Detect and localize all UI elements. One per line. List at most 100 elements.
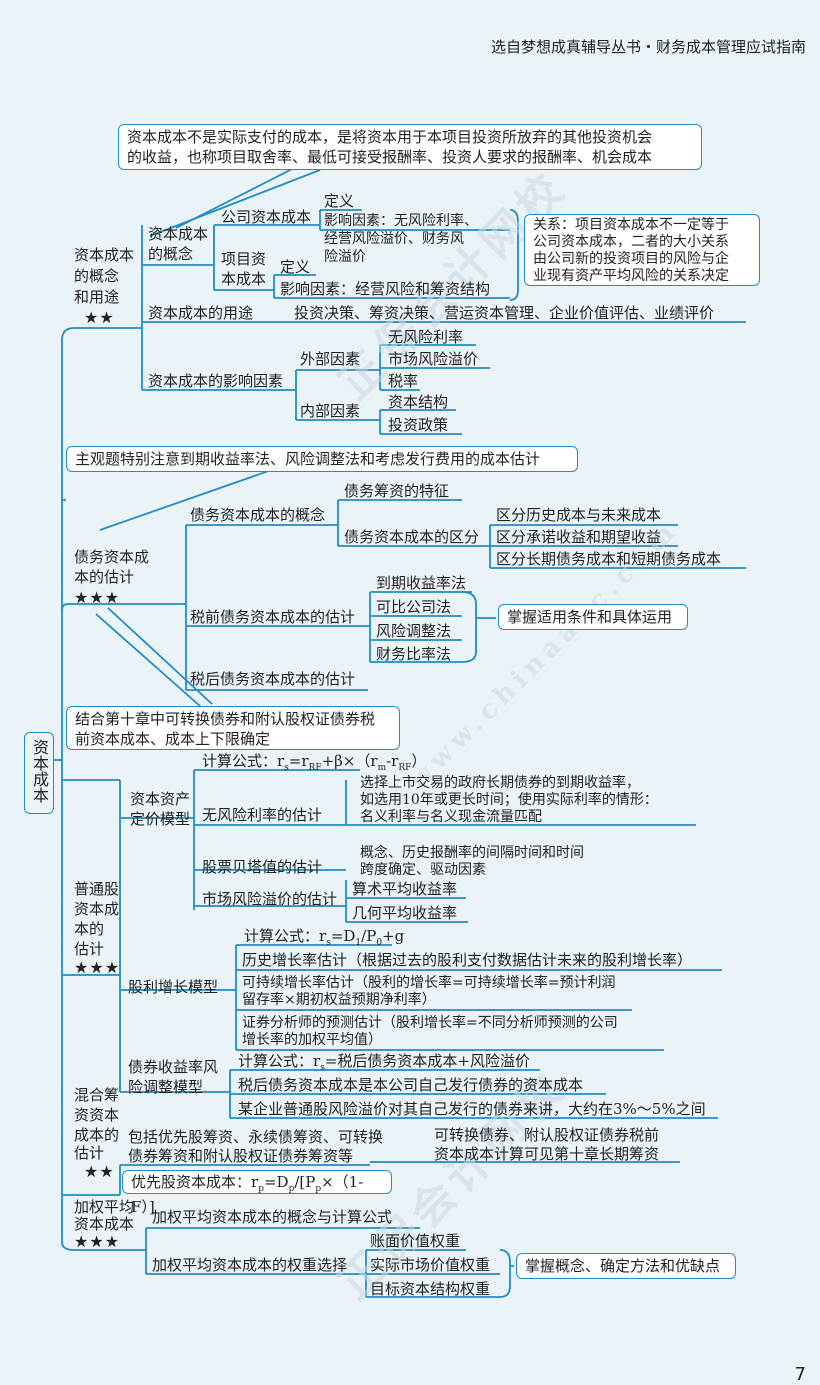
s5-title-l2: 资本成本 [74,1215,135,1233]
bond-formula-text: 计算公式： [238,1052,314,1070]
note-3: 结合第十章中可转换债券和附认股权证债券税 前资本成本、成本上下限确定 [66,706,400,750]
preferred-cost: 优先股资本成本：rp=Dp/[Pp×（1-F）] [122,1170,392,1216]
bond-l2: 险调整模型 [128,1078,204,1096]
capm-formula-text: 计算公式：r [202,752,285,770]
ext-item-3: 税率 [388,372,419,390]
project-def: 定义 [280,258,311,276]
s4-title-l2: 资资本 [74,1106,120,1124]
growth-formula: 计算公式：rs=D1/P0+g [244,927,405,948]
s2-title-l1: 债务资本成 [74,548,150,566]
top-note: 资本成本不是实际支付的成本，是将资本用于本项目投资所放弃的其他投资机会 的收益，… [118,124,702,170]
company-def: 定义 [324,192,355,210]
s1-concept-l1: 资本成本 [148,225,209,243]
int-item-2: 投资政策 [388,416,449,434]
pretax-item-1: 到期收益率法 [376,574,467,592]
s1-stars: ★★ [84,308,115,327]
bond-item-3: 某企业普通股风险溢价对其自己发行的债券来讲，大约在3%～5%之间 [238,1100,706,1118]
s4-title-l3: 成本的 [74,1126,120,1144]
s3-title-l2: 资本成 [74,900,120,918]
s5-stars: ★★★ [74,1232,121,1251]
s5-title-l1: 加权平均 [74,1198,135,1216]
growth-item-2-l1: 可持续增长率估计（股利的增长率=可持续增长率=预计利润 [242,975,616,991]
capm-l2: 定价模型 [130,810,191,828]
s4-stars: ★★ [84,1162,115,1181]
include-l2: 债券筹资和附认股权证债券筹资等 [128,1147,354,1165]
factors-label: 资本成本的影响因素 [148,372,284,390]
rf-desc-l3: 名义利率与名义现金流量匹配 [360,809,542,825]
project-cost-l1: 项目资 [221,250,267,268]
capm-formula: 计算公式：rs=rRF+β×（rm-rRF） [202,752,427,773]
bond-item-2: 税后债务资本成本是本公司自己发行债券的资本成本 [238,1076,584,1094]
dist-item-2: 区分承诺收益和期望收益 [496,528,662,546]
note-2: 主观题特别注意到期收益率法、风险调整法和考虑发行费用的成本估计 [66,446,578,472]
growth-item-1: 历史增长率估计（根据过去的股利支付数据估计未来的股利增长率） [242,951,693,969]
s3-title-l1: 普通股 [74,880,120,898]
wacc-concept: 加权平均资本成本的概念与计算公式 [152,1208,393,1226]
growth-label: 股利增长模型 [128,978,219,996]
pretax-item-4: 财务比率法 [376,645,452,663]
bond-l1: 债券收益率风 [128,1058,219,1076]
s3-stars: ★★★ [74,958,121,977]
root-label: 资本成本 [30,739,49,803]
s1-title-l1: 资本成本 [74,246,135,264]
external-label: 外部因素 [300,350,361,368]
s2-stars: ★★★ [74,588,121,607]
beta-desc-l2: 跨度确定、驱动因素 [360,862,486,878]
page-number: 7 [794,1364,806,1385]
mrp-item-2: 几何平均收益率 [352,904,458,922]
page-header: 选自梦想成真辅导丛书・财务成本管理应试指南 [490,38,806,56]
mrp-label: 市场风险溢价的估计 [202,890,338,908]
ext-item-1: 无风险利率 [388,328,464,346]
s1-title-l3: 和用途 [74,288,120,306]
weight-item-2: 实际市场价值权重 [370,1256,491,1274]
ext-item-2: 市场风险溢价 [388,350,479,368]
growth-item-3-l1: 证券分析师的预测估计（股利增长率=不同分析师预测的公司 [242,1015,618,1031]
s4-title-l1: 混合筹 [74,1086,120,1104]
s3-title-l4: 估计 [74,940,105,958]
preferred-label: 优先股资本成本： [131,1173,252,1191]
growth-formula-text: 计算公式： [244,927,320,945]
rf-desc-l1: 选择上市交易的政府长期债券的到期收益率， [360,775,640,791]
s3-title-l3: 本的 [74,920,105,938]
relation-line: 业现有资产平均风险的关系决定 [533,268,729,284]
relation-line: 公司资本成本，二者的大小关系 [533,234,729,250]
project-factors: 影响因素：经营风险和筹资结构 [280,280,491,298]
rf-desc-l2: 如选用10年或更长时间；使用实际利率的情形： [360,792,658,808]
beta-desc-l1: 概念、历史报酬率的间隔时间和时间 [360,845,584,861]
company-factors-l2: 经营风险溢价、财务风 [324,231,464,247]
wacc-weights: 加权平均资本成本的权重选择 [152,1256,348,1274]
company-factors-l3: 险溢价 [324,249,366,265]
int-item-1: 资本结构 [388,393,449,411]
s2-title-l2: 本的估计 [74,568,135,586]
s1-title-l2: 的概念 [74,267,120,285]
bond-formula-text2: =税后债务资本成本+风险溢价 [324,1052,530,1070]
capm-formula-text2: =r [288,752,309,770]
bond-formula: 计算公式：rs=税后债务资本成本+风险溢价 [238,1052,530,1073]
company-cost: 公司资本成本 [221,208,312,226]
relation-note: 关系：项目资本成本不一定等于 公司资本成本，二者的大小关系 由公司新的投资项目的… [524,214,760,286]
convert-l2: 资本成本计算可见第十章长期筹资 [434,1145,660,1163]
project-cost-l2: 本成本 [221,270,267,288]
s1-concept-l2: 的概念 [148,245,194,263]
pretax-master-note: 掌握适用条件和具体运用 [498,604,688,630]
debt-distinction: 债务资本成本的区分 [344,528,480,546]
note-3-line: 前资本成本、成本上下限确定 [75,730,271,748]
weight-item-1: 账面价值权重 [370,1232,461,1250]
top-note-line: 资本成本不是实际支付的成本，是将资本用于本项目投资所放弃的其他投资机会 [127,128,653,146]
top-note-line: 的收益，也称项目取舍率、最低可接受报酬率、投资人要求的报酬率、机会成本 [127,148,653,166]
use-label: 资本成本的用途 [148,304,254,322]
debt-concept: 债务资本成本的概念 [190,506,326,524]
dist-item-3: 区分长期债务成本和短期债务成本 [496,550,722,568]
mrp-item-1: 算术平均收益率 [352,880,458,898]
growth-item-2-l2: 留存率×期初权益预期净利率） [242,992,436,1008]
weight-item-3: 目标资本结构权重 [370,1280,491,1298]
root-node: 资本成本 [24,732,54,814]
relation-line: 由公司新的投资项目的风险与企 [533,251,729,267]
weights-master-note: 掌握概念、确定方法和优缺点 [516,1253,736,1279]
relation-line: 关系：项目资本成本不一定等于 [533,217,729,233]
pretax-item-3: 风险调整法 [376,622,452,640]
capm-l1: 资本资产 [130,790,191,808]
dist-item-1: 区分历史成本与未来成本 [496,506,662,524]
